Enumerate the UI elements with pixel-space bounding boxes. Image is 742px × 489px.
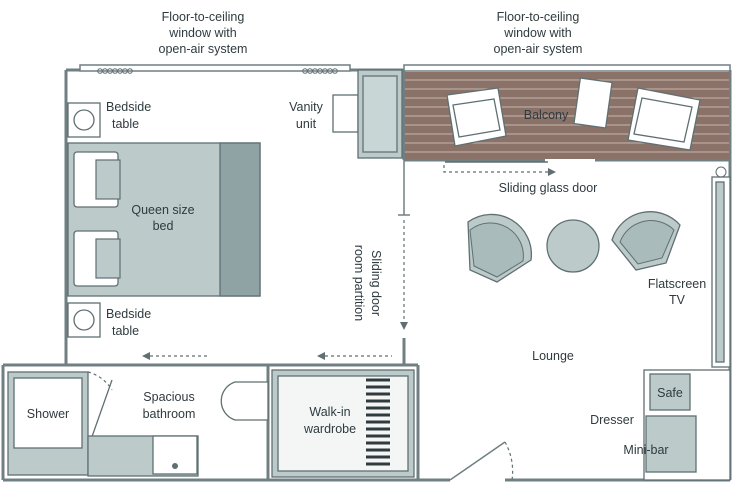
svg-text:table: table: [112, 117, 139, 131]
svg-text:Floor-to-ceiling: Floor-to-ceiling: [162, 10, 245, 24]
svg-text:TV: TV: [669, 293, 686, 307]
svg-text:Flatscreen: Flatscreen: [648, 277, 706, 291]
svg-text:open-air system: open-air system: [494, 42, 583, 56]
lounge-label: Lounge: [532, 349, 574, 363]
lounge-chair-right: [611, 211, 681, 271]
toilet-icon: [220, 381, 269, 421]
bathroom-door-arrow: [142, 352, 210, 360]
safe-label: Safe: [657, 386, 683, 400]
svg-text:window with: window with: [168, 26, 236, 40]
shower-label: Shower: [27, 407, 69, 421]
bedside-table-top: [67, 102, 101, 138]
bedside-table-bottom: [67, 302, 101, 338]
sliding-partition-label: Sliding door room partition: [352, 245, 383, 321]
minibar: [645, 415, 697, 473]
svg-text:bed: bed: [153, 219, 174, 233]
balcony-side-table: [573, 77, 613, 129]
svg-text:table: table: [112, 324, 139, 338]
balcony-chair-left: [446, 87, 507, 147]
window-left-label: Floor-to-ceiling window with open-air sy…: [159, 10, 248, 56]
svg-text:open-air system: open-air system: [159, 42, 248, 56]
balcony-label: Balcony: [524, 108, 569, 122]
svg-text:room partition: room partition: [352, 245, 366, 321]
svg-text:wardrobe: wardrobe: [303, 422, 356, 436]
balcony-chair-right: [627, 87, 701, 151]
svg-text:unit: unit: [296, 117, 317, 131]
svg-text:Bedside: Bedside: [106, 307, 151, 321]
window-right: [403, 64, 731, 72]
window-left: [79, 64, 351, 74]
wardrobe-label: Walk-in wardrobe: [303, 405, 356, 436]
sliding-glass-door: [443, 161, 556, 176]
svg-text:Walk-in: Walk-in: [309, 405, 350, 419]
wardrobe-rack: [366, 378, 390, 466]
bedside-top-label: Bedside table: [106, 100, 151, 131]
bathroom-label: Spacious bathroom: [143, 390, 196, 421]
svg-text:Spacious: Spacious: [143, 390, 194, 404]
flatscreen-label: Flatscreen TV: [648, 277, 706, 307]
queen-bed: [67, 142, 261, 297]
vanity-stool: [332, 94, 359, 133]
dresser-label: Dresser: [590, 413, 634, 427]
shower-stall: [7, 371, 113, 476]
coffee-table: [546, 219, 600, 273]
svg-text:Vanity: Vanity: [289, 100, 324, 114]
wardrobe-door-arrow: [317, 352, 392, 360]
svg-text:Sliding door: Sliding door: [369, 250, 383, 316]
sliding-partition-arrow: [400, 220, 408, 330]
tv-icon: [711, 166, 731, 368]
queen-bed-label: Queen size bed: [131, 203, 194, 233]
window-right-label: Floor-to-ceiling window with open-air sy…: [494, 10, 583, 56]
minibar-label: Mini-bar: [623, 443, 668, 457]
safe: [649, 373, 691, 411]
sliding-glass-door-label: Sliding glass door: [499, 181, 598, 195]
svg-text:Bedside: Bedside: [106, 100, 151, 114]
svg-text:bathroom: bathroom: [143, 407, 196, 421]
svg-text:Floor-to-ceiling: Floor-to-ceiling: [497, 10, 580, 24]
svg-text:window with: window with: [503, 26, 571, 40]
vanity-label: Vanity unit: [289, 100, 324, 131]
svg-text:Queen size: Queen size: [131, 203, 194, 217]
lounge-chair-left: [467, 213, 533, 283]
bedside-bottom-label: Bedside table: [106, 307, 151, 338]
balcony-deck: [405, 72, 729, 159]
